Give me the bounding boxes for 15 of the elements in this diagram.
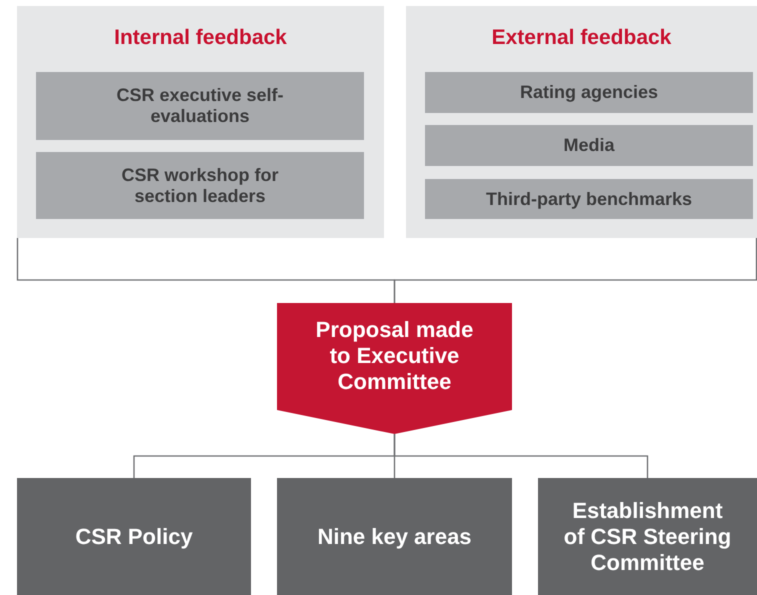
feedback-source-box: CSR workshop for section leaders [36, 152, 364, 219]
feedback-source-box: Media [425, 125, 753, 166]
feedback-panel [17, 6, 384, 238]
outcome-box: Establishment of CSR Steering Committee [538, 478, 757, 595]
connector-line [394, 434, 648, 478]
feedback-source-box: CSR executive self-evaluations [36, 72, 364, 140]
panel-heading: Internal feedback [113, 26, 288, 50]
feedback-source-box: Rating agencies [425, 72, 753, 113]
outcome-box: Nine key areas [277, 478, 512, 595]
feedback-panel [406, 6, 757, 238]
panel-heading: External feedback [490, 26, 672, 50]
proposal-arrow-box: Proposal made to Executive Committee [277, 303, 512, 434]
outcome-box: CSR Policy [17, 478, 251, 595]
connector-line [394, 238, 757, 303]
feedback-source-box: Third-party benchmarks [425, 179, 753, 219]
